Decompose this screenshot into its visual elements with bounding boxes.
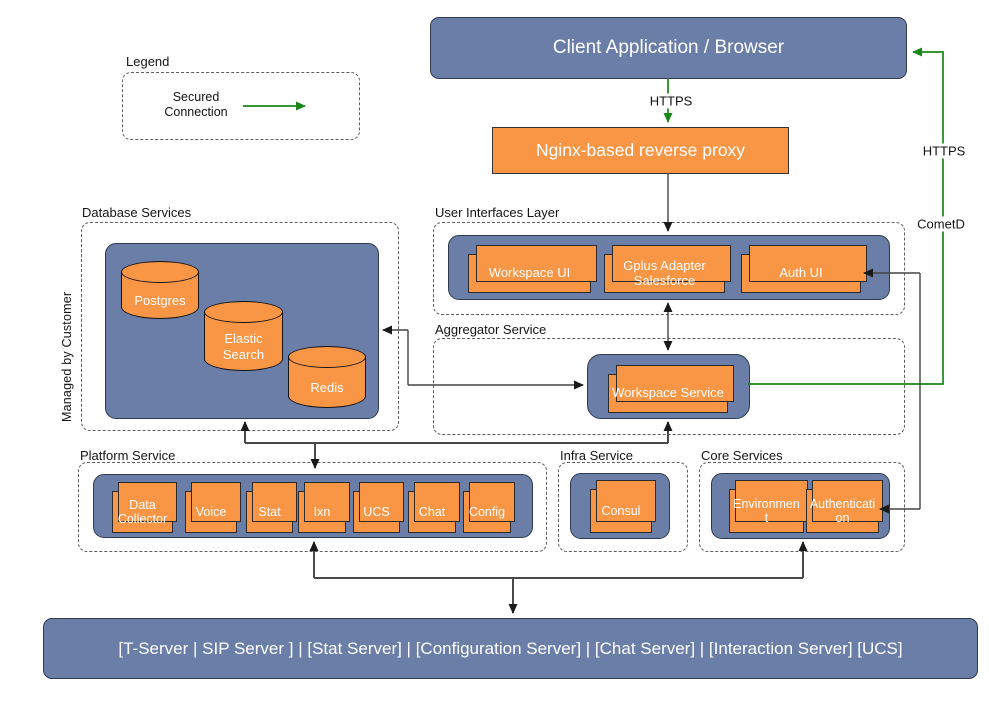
infra-service-group: [558, 462, 688, 552]
aggregator-service-title: Aggregator Service: [435, 322, 547, 337]
workspace-service-card: Workspace Service: [608, 365, 734, 413]
data-collector-card: Data Collector: [112, 482, 177, 533]
https-top-label: HTTPS: [646, 93, 696, 109]
authentication-card: Authentication: [806, 480, 883, 533]
https-right-label: HTTPS: [919, 143, 969, 159]
cylinder-top: [121, 261, 199, 283]
chat-card: Chat: [408, 482, 460, 533]
redis-cylinder: Redis: [288, 346, 366, 408]
ucs-card: UCS: [353, 482, 404, 533]
consul-card: Consul: [590, 480, 656, 533]
ui-layer-title: User Interfaces Layer: [435, 205, 560, 220]
environment-card: Environment: [729, 480, 808, 533]
ixn-card: Ixn: [298, 482, 350, 533]
cylinder-top: [204, 301, 283, 323]
infra-service-title: Infra Service: [560, 448, 633, 463]
database-services-title: Database Services: [82, 205, 192, 220]
backend-servers-node: [T-Server | SIP Server ] | [Stat Server]…: [43, 618, 978, 679]
infra-service-container: Consul: [570, 473, 670, 539]
workspace-ui-card: Workspace UI: [468, 245, 597, 293]
managed-by-customer-label: Managed by Customer: [60, 291, 74, 423]
voice-card: Voice: [185, 482, 241, 533]
cometd-label: CometD: [914, 216, 968, 232]
legend-title: Legend: [126, 54, 170, 69]
legend-box: [122, 72, 360, 140]
platform-service-container: Data Collector Voice Stat Ixn UCS Chat C…: [93, 474, 533, 538]
core-services-container: Environment Authentication: [711, 473, 890, 539]
platform-service-title: Platform Service: [80, 448, 176, 463]
aggregator-container: Workspace Service: [587, 354, 750, 419]
gplus-adapter-salesforce-card: Gplus Adapter Salesforce: [604, 245, 731, 293]
config-card: Config: [463, 482, 515, 533]
auth-ui-card: Auth UI: [741, 245, 867, 293]
ui-layer-container: Workspace UI Gplus Adapter Salesforce Au…: [448, 235, 890, 300]
stat-card: Stat: [246, 482, 297, 533]
postgres-cylinder: Postgres: [121, 261, 199, 319]
cylinder-top: [288, 346, 366, 368]
core-services-title: Core Services: [701, 448, 783, 463]
database-services-group: [81, 222, 399, 431]
client-application-node: Client Application / Browser: [430, 17, 907, 79]
database-services-container: Postgres Elastic Search Redis: [105, 243, 379, 419]
nginx-reverse-proxy-node: Nginx-based reverse proxy: [492, 127, 789, 174]
legend-secured-connection-label: Secured Connection: [164, 90, 228, 119]
elastic-search-cylinder: Elastic Search: [204, 301, 283, 371]
aggregator-service-group: [433, 338, 905, 435]
